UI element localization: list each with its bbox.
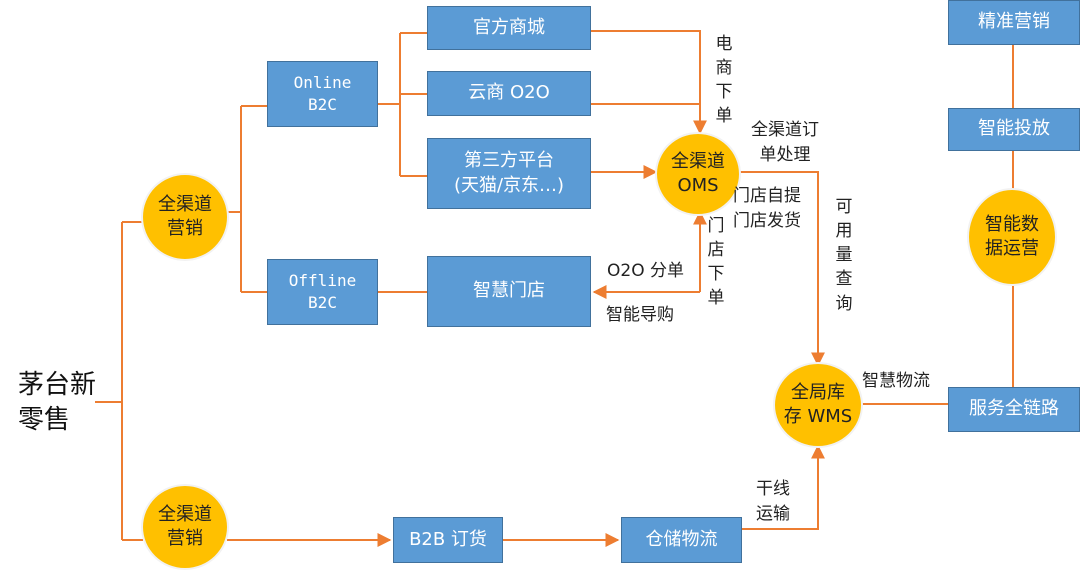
omnichannel-marketing-bottom: 全渠道 营销 (141, 484, 229, 570)
omnichannel-marketing-top: 全渠道 营销 (141, 173, 229, 261)
online-b2c-box: Online B2C (267, 61, 378, 127)
third-party-box: 第三方平台 (天猫/京东…) (427, 138, 591, 209)
root-title: 茅台新 零售 (18, 370, 97, 436)
wms-node: 全局库 存 WMS (773, 362, 863, 448)
availability-query-label: 可用量查询 (835, 197, 853, 314)
official-to-oms (591, 30, 707, 135)
trunk-transport-label: 干线 运输 (756, 479, 790, 524)
oms-node: 全渠道 OMS (655, 132, 741, 216)
smart-delivery-box: 智能投放 (948, 108, 1080, 151)
oms-to-wms (738, 171, 825, 367)
o2o-split-label: O2O 分单 (607, 261, 684, 281)
full-service-chain-box: 服务全链路 (948, 387, 1080, 432)
omni-order-processing-label: 全渠道订 单处理 (751, 120, 819, 165)
b2b-order-box: B2B 订货 (393, 517, 503, 563)
smart-logistics-label: 智慧物流 (862, 371, 930, 391)
root-bracket (95, 221, 143, 541)
offline-b2c-box: Offline B2C (267, 259, 378, 325)
warehouse-to-wms (742, 444, 825, 530)
store-order-label: 门店下单 (707, 216, 725, 309)
smart-guide-label: 智能导购 (606, 305, 674, 325)
store-pickup-label: 门店自提 门店发货 (733, 186, 801, 231)
ecommerce-order-label: 电商下单 (715, 34, 733, 127)
warehouse-logistics-box: 仓储物流 (621, 517, 742, 563)
precision-marketing-box: 精准营销 (948, 0, 1080, 45)
official-mall-box: 官方商城 (427, 6, 591, 50)
smart-store-box: 智慧门店 (427, 256, 591, 327)
channel-top-bracket (227, 105, 267, 293)
online-bracket (378, 32, 427, 177)
cloud-o2o-box: 云商 O2O (427, 71, 591, 116)
smart-data-ops-node: 智能数 据运营 (967, 188, 1057, 286)
